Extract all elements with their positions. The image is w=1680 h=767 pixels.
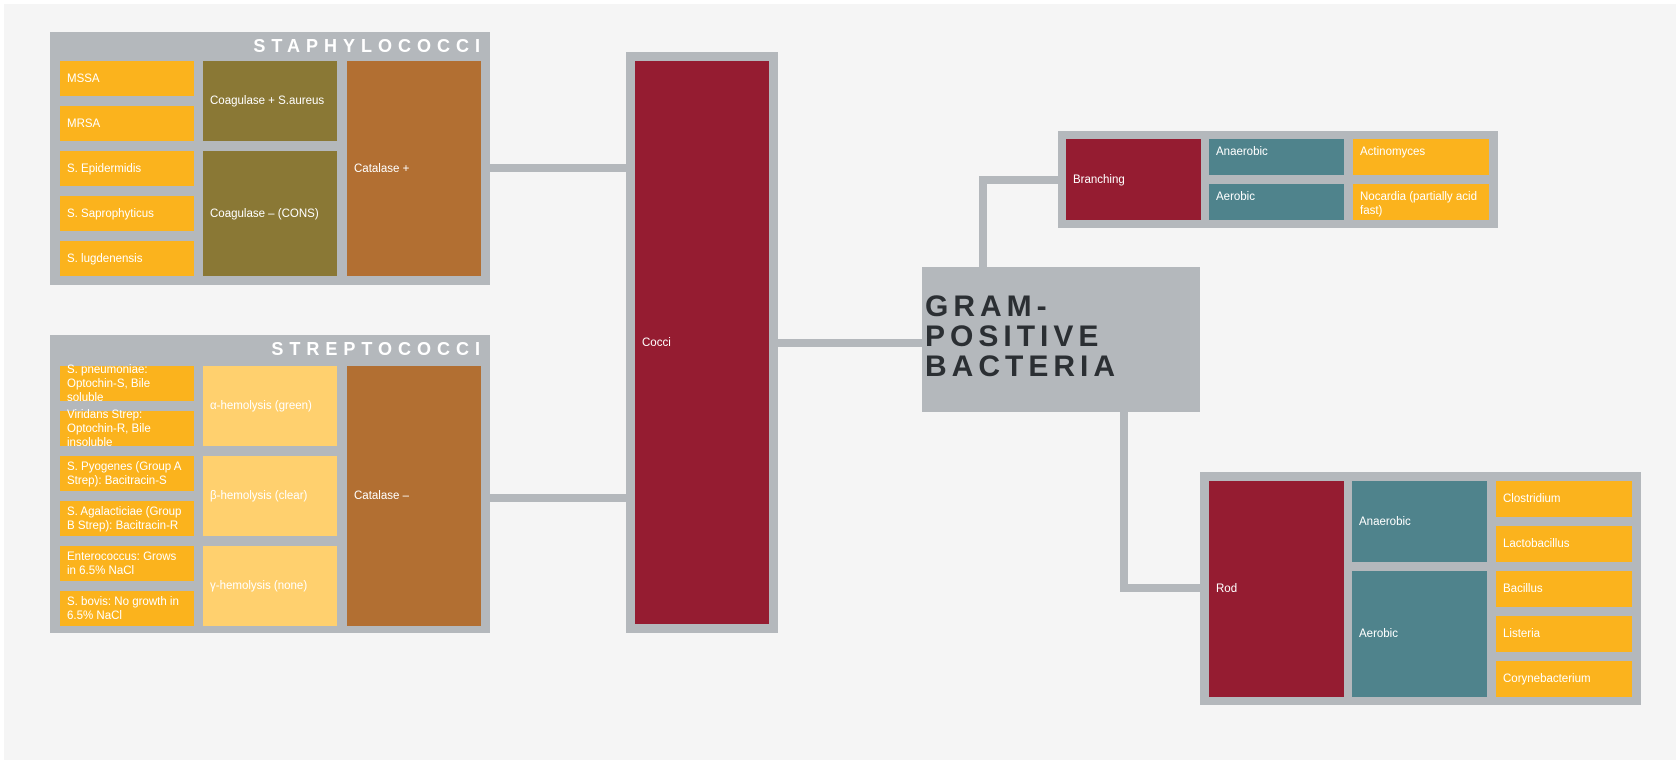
coagulase-negative-box: Coagulase – (CONS)	[203, 151, 337, 276]
staph-species-mrsa: MRSA	[60, 106, 194, 141]
gamma-hemolysis-box: γ-hemolysis (none)	[203, 546, 337, 626]
connector-main-branching-h	[979, 176, 1061, 184]
staphylococci-title: STAPHYLOCOCCI	[253, 36, 486, 56]
branching-box: Branching	[1066, 139, 1201, 220]
alpha-hemolysis-box: α-hemolysis (green)	[203, 366, 337, 446]
corynebacterium-box: Corynebacterium	[1496, 661, 1632, 697]
connector-main-rod-h	[1120, 584, 1202, 592]
gram-positive-bacteria-title: GRAM- POSITIVE BACTERIA	[925, 292, 1120, 382]
rod-aerobic-box: Aerobic	[1352, 571, 1487, 697]
rod-box: Rod	[1209, 481, 1344, 697]
title-line-2: POSITIVE	[925, 320, 1104, 353]
rod-panel: Rod Anaerobic Aerobic Clostridium Lactob…	[1200, 472, 1641, 705]
connector-strep-cocci	[488, 494, 626, 502]
branching-panel: Branching Anaerobic Aerobic Actinomyces …	[1058, 131, 1498, 228]
beta-hemolysis-box: β-hemolysis (clear)	[203, 456, 337, 536]
clostridium-box: Clostridium	[1496, 481, 1632, 517]
staphylococci-panel: STAPHYLOCOCCI MSSA MRSA S. Epidermidis S…	[50, 32, 490, 285]
listeria-box: Listeria	[1496, 616, 1632, 652]
gram-positive-title-box	[922, 267, 1200, 412]
staph-species-epidermidis: S. Epidermidis	[60, 151, 194, 186]
strep-species-pneumoniae: S. pneumoniae: Optochin-S, Bile soluble	[60, 364, 194, 404]
branching-aerobic-box: Aerobic	[1209, 184, 1344, 220]
connector-cocci-main	[776, 339, 924, 347]
coagulase-positive-box: Coagulase + S.aureus	[203, 61, 337, 141]
strep-species-viridans: Viridans Strep: Optochin-R, Bile insolub…	[60, 409, 194, 449]
nocardia-box: Nocardia (partially acid fast)	[1353, 184, 1489, 220]
catalase-negative-box: Catalase –	[347, 366, 481, 626]
lactobacillus-box: Lactobacillus	[1496, 526, 1632, 562]
connector-staph-cocci	[488, 164, 626, 172]
strep-species-agalacticiae: S. Agalacticiae (Group B Strep): Bacitra…	[60, 501, 194, 536]
rod-anaerobic-box: Anaerobic	[1352, 481, 1487, 562]
cocci-panel: Cocci	[626, 52, 778, 633]
connector-main-branching-v	[979, 176, 987, 268]
streptococci-panel: STREPTOCOCCI S. pneumoniae: Optochin-S, …	[50, 335, 490, 633]
staph-species-mssa: MSSA	[60, 61, 194, 96]
staph-species-lugdenensis: S. lugdenensis	[60, 241, 194, 276]
connector-main-rod-v	[1120, 410, 1128, 592]
catalase-positive-box: Catalase +	[347, 61, 481, 276]
branching-anaerobic-box: Anaerobic	[1209, 139, 1344, 175]
actinomyces-box: Actinomyces	[1353, 139, 1489, 175]
strep-species-enterococcus: Enterococcus: Grows in 6.5% NaCl	[60, 546, 194, 581]
streptococci-title: STREPTOCOCCI	[271, 339, 486, 359]
staph-species-saprophyticus: S. Saprophyticus	[60, 196, 194, 231]
bacillus-box: Bacillus	[1496, 571, 1632, 607]
strep-species-pyogenes: S. Pyogenes (Group A Strep): Bacitracin-…	[60, 456, 194, 491]
strep-species-bovis: S. bovis: No growth in 6.5% NaCl	[60, 591, 194, 626]
cocci-box: Cocci	[635, 61, 769, 624]
title-line-3: BACTERIA	[925, 350, 1120, 383]
title-line-1: GRAM-	[925, 290, 1052, 323]
